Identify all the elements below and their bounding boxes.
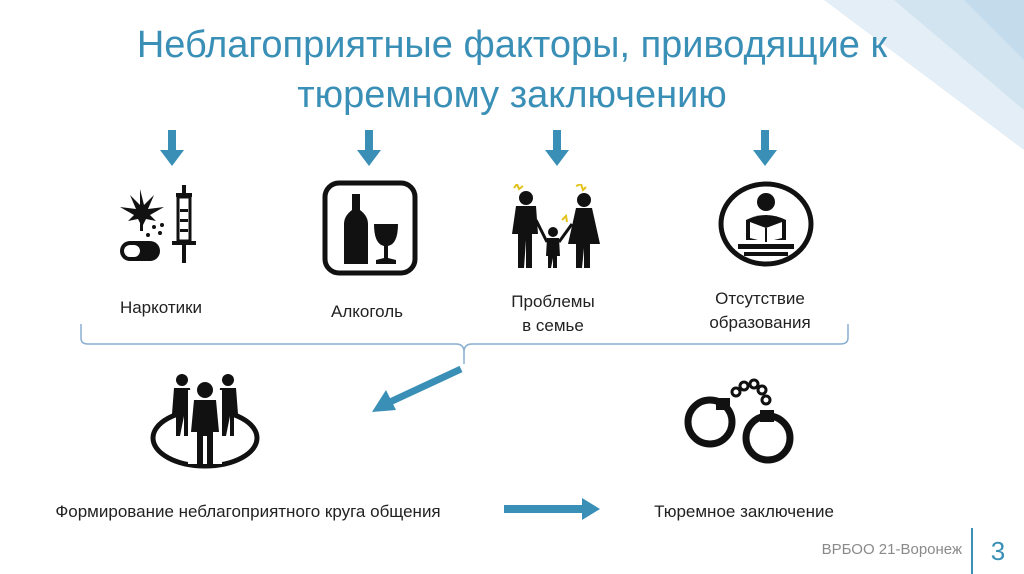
corner-decoration [824,0,1024,150]
factor-label-education-line1: Отсутствие [715,289,805,308]
down-arrow-icon [753,130,777,166]
factor-label-education-line2: образования [709,313,811,332]
footer-org: ВРБОО 21-Воронеж [821,541,962,558]
reading-person-icon [718,181,814,267]
handcuffs-icon [684,378,794,464]
factor-label-family-line1: Проблемы [511,292,595,311]
down-arrow-icon [545,130,569,166]
factor-label-education: Отсутствие образования [680,287,840,335]
alcohol-icon [322,180,418,276]
factor-label-alcohol: Алкоголь [330,302,404,321]
drugs-icon [120,185,196,263]
group-people-icon [150,374,260,469]
family-conflict-icon [512,184,600,268]
slide-title: Неблагоприятные факторы, приводящие к тю… [60,20,964,120]
right-arrow-icon [504,498,600,520]
factor-label-drugs: Наркотики [119,298,203,317]
title-line-1: Неблагоприятные факторы, приводящие к [136,24,888,66]
down-arrow-icon [357,130,381,166]
factor-label-family: Проблемы в семье [478,290,628,338]
title-line-2: тюремному заключению [297,74,727,116]
grouping-brace [80,324,849,364]
outcome-label-circle: Формирование неблагоприятного круга обще… [55,502,441,521]
page-number: 3 [990,536,1006,566]
diagonal-arrow-icon [372,365,463,412]
footer-divider [971,528,973,574]
down-arrow-icon [160,130,184,166]
outcome-label-prison: Тюремное заключение [654,502,834,521]
factor-label-family-line2: в семье [522,316,584,335]
